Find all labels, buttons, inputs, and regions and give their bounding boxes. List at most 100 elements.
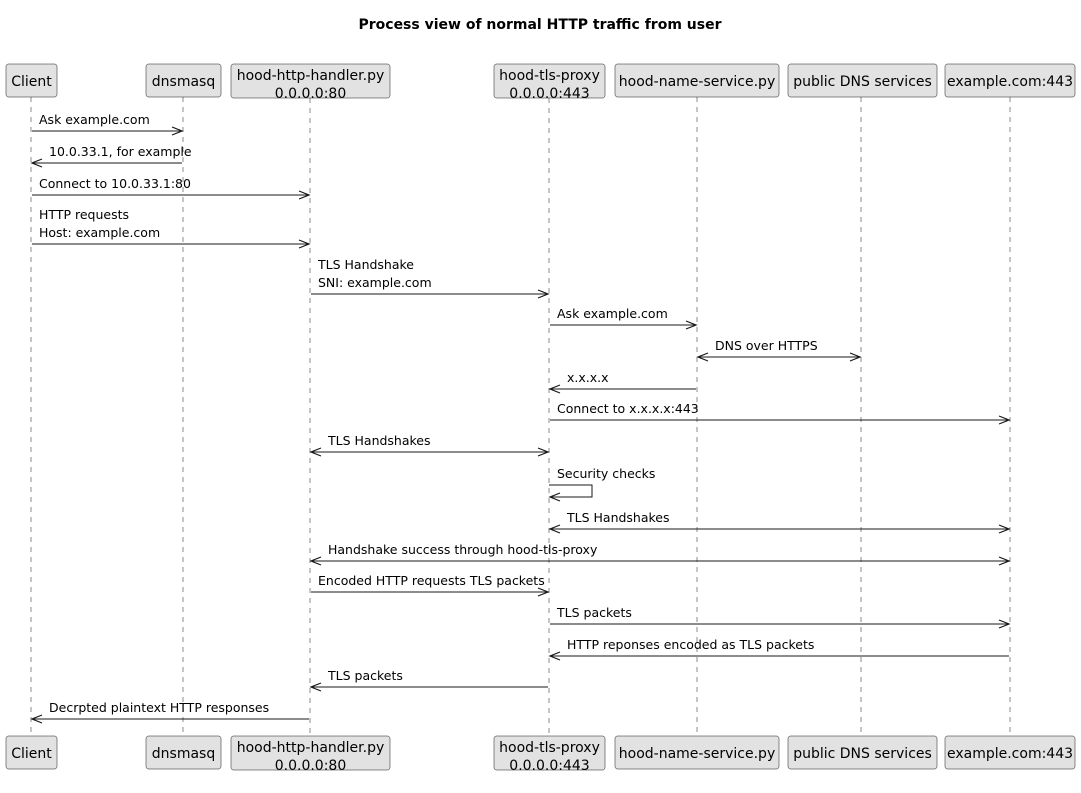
arrow-head-right [998, 619, 1011, 629]
participant-label: hood-name-service.py [619, 74, 775, 90]
message-label: HTTP reponses encoded as TLS packets [567, 637, 814, 652]
diagram-title: Process view of normal HTTP traffic from… [358, 17, 721, 33]
message-14: Encoded HTTP requests TLS packets [311, 573, 550, 597]
participant-label: Client [11, 746, 52, 762]
participant-box [493, 735, 606, 771]
arrow-head-right [171, 126, 184, 136]
arrow-head-left [696, 352, 709, 362]
participant-label: hood-tls-proxy [499, 68, 600, 84]
participant-label: public DNS services [793, 746, 932, 762]
participant-label: 0.0.0.0:80 [275, 758, 347, 774]
participant-ns-top: hood-name-service.py [614, 63, 780, 98]
participant-box [787, 63, 938, 98]
message-15: TLS packets [550, 605, 1011, 629]
message-label: Connect to x.x.x.x:443 [557, 401, 699, 416]
arrow-head-left [309, 447, 322, 457]
participant-box [787, 735, 938, 770]
arrow-head-right [998, 556, 1011, 566]
participant-label: hood-name-service.py [619, 746, 775, 762]
participant-label: dnsmasq [152, 746, 215, 762]
message-label: TLS Handshakes [327, 433, 431, 448]
participant-box [614, 63, 780, 98]
arrow-head-right [298, 239, 311, 249]
message-label: Ask example.com [557, 306, 668, 321]
message-label: SNI: example.com [318, 275, 432, 290]
participant-box [230, 735, 391, 771]
arrow-head-right [998, 524, 1011, 534]
participant-label: 0.0.0.0:80 [275, 86, 347, 102]
participant-ex-top: example.com:443 [944, 63, 1076, 98]
arrow-head-right [685, 320, 698, 330]
participant-ex-bottom: example.com:443 [944, 735, 1076, 770]
arrow-head-left [548, 524, 561, 534]
message-label: TLS Handshakes [566, 510, 670, 525]
message-label: TLS packets [556, 605, 632, 620]
participant-box [145, 735, 222, 770]
message-label: Encoded HTTP requests TLS packets [318, 573, 545, 588]
participant-box [5, 735, 58, 770]
arrow-head-left [309, 682, 322, 692]
participant-label: example.com:443 [947, 74, 1073, 90]
participant-box [5, 63, 58, 98]
participants: ClientClientdnsmasqdnsmasqhood-http-hand… [5, 63, 1076, 774]
message-label: Ask example.com [39, 112, 150, 127]
arrow-head-right [998, 415, 1011, 425]
participant-client-bottom: Client [5, 735, 58, 770]
lifelines [30, 97, 1011, 736]
message-label: Handshake success through hood-tls-proxy [328, 542, 598, 557]
participant-dnsmasq-bottom: dnsmasq [145, 735, 222, 770]
arrow-head-left [30, 158, 43, 168]
message-8: x.x.x.x [548, 370, 696, 394]
message-label: Decrpted plaintext HTTP responses [49, 700, 269, 715]
message-13: Handshake success through hood-tls-proxy [309, 542, 1011, 566]
participant-label: public DNS services [793, 74, 932, 90]
participant-dnsmasq-top: dnsmasq [145, 63, 222, 98]
message-10: TLS Handshakes [309, 433, 550, 457]
message-11: Security checks [548, 466, 655, 502]
message-6: Ask example.com [550, 306, 698, 330]
message-label: TLS Handshake [317, 257, 414, 272]
message-9: Connect to x.x.x.x:443 [550, 401, 1011, 425]
participant-pdns-top: public DNS services [787, 63, 938, 98]
participant-box [944, 735, 1076, 770]
participant-box [944, 63, 1076, 98]
message-label: DNS over HTTPS [715, 338, 818, 353]
arrow-head-right [537, 289, 550, 299]
message-label: 10.0.33.1, for example [49, 144, 192, 159]
participant-client-top: Client [5, 63, 58, 98]
participant-box [145, 63, 222, 98]
message-label: HTTP requests [39, 207, 129, 222]
self-message-line [549, 484, 593, 498]
message-label: Host: example.com [39, 225, 160, 240]
participant-box [493, 63, 606, 99]
participant-label: hood-http-handler.py [237, 740, 385, 756]
arrow-head-left [30, 714, 43, 724]
message-3: Connect to 10.0.33.1:80 [32, 176, 311, 200]
message-label: Security checks [557, 466, 655, 481]
participant-label: 0.0.0.0:443 [509, 758, 589, 774]
participant-box [230, 63, 391, 99]
arrow-head-left [548, 384, 561, 394]
participant-ns-bottom: hood-name-service.py [614, 735, 780, 770]
participant-label: example.com:443 [947, 746, 1073, 762]
arrow-head-right [537, 587, 550, 597]
messages: Ask example.com 10.0.33.1, for exampleCon… [30, 112, 1011, 724]
participant-tls-top: hood-tls-proxy 0.0.0.0:443 [493, 63, 606, 102]
message-label: Connect to 10.0.33.1:80 [39, 176, 191, 191]
participant-box [614, 735, 780, 770]
participant-label: Client [11, 74, 52, 90]
message-label: TLS packets [327, 668, 403, 683]
participant-http-top: hood-http-handler.py0.0.0.0:80 [230, 63, 391, 102]
participant-pdns-bottom: public DNS services [787, 735, 938, 770]
arrow-head-left [548, 651, 561, 661]
message-17: TLS packets [309, 668, 548, 692]
arrow-head-left [309, 556, 322, 566]
participant-label: 0.0.0.0:443 [509, 86, 589, 102]
arrow-head-right [537, 447, 550, 457]
message-2: 10.0.33.1, for example [30, 144, 192, 168]
arrow-head [548, 492, 561, 502]
